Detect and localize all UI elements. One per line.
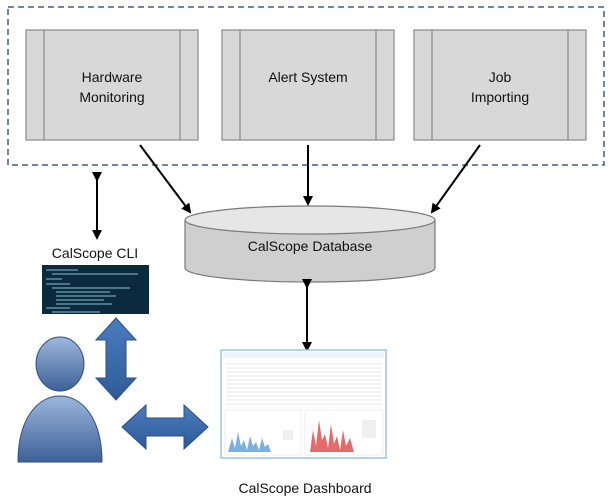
arrow-hardware-to-db xyxy=(139,144,192,214)
dashboard-screenshot xyxy=(220,349,387,459)
module-box-job-importing xyxy=(413,29,587,141)
terminal-screenshot xyxy=(42,265,149,314)
module-label-alert-system: Alert System xyxy=(268,69,348,85)
module-label-job-importing: Job Importing xyxy=(470,69,530,105)
module-box-hardware-monitoring xyxy=(25,29,199,141)
cli-label: CalScope CLI xyxy=(51,245,139,261)
dashboard-label: CalScope Dashboard xyxy=(238,480,372,496)
modules-container xyxy=(7,6,605,166)
user-cli-double-arrow xyxy=(94,317,138,401)
module-box-alert-system xyxy=(221,29,395,141)
database-label: CalScope Database xyxy=(247,238,373,254)
arrow-job-to-db xyxy=(430,144,481,214)
module-label-hardware-monitoring: Hardware Monitoring xyxy=(79,69,145,105)
user-icon xyxy=(17,336,103,463)
user-dashboard-double-arrow xyxy=(121,403,209,451)
